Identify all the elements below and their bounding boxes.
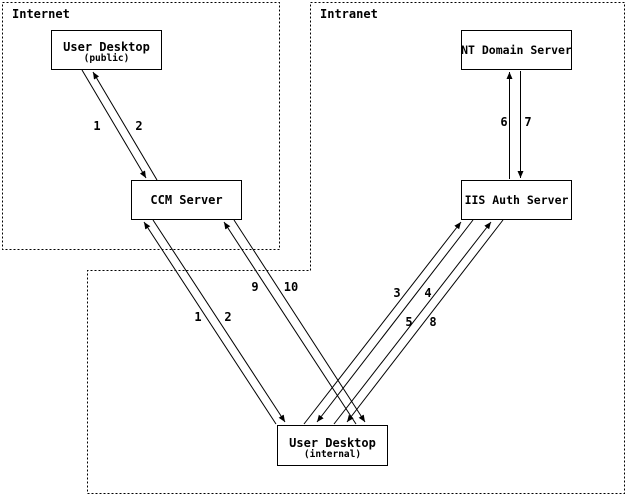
arrow-label-3: 3 bbox=[393, 286, 401, 300]
node-user-desktop-public: User Desktop (public) bbox=[51, 30, 162, 70]
arrow-line-10-ccm-to-internal-desktop bbox=[233, 219, 366, 423]
node-ccm-server-title: CCM Server bbox=[150, 192, 223, 207]
arrow-label-9: 9 bbox=[251, 280, 259, 294]
arrow-line-9-internal-desktop-to-ccm bbox=[223, 221, 357, 425]
arrow-label-4: 4 bbox=[424, 286, 432, 300]
internet-region-outline bbox=[2, 2, 280, 250]
arrow-label-8: 8 bbox=[429, 315, 437, 329]
node-user-desktop-internal-title: User Desktop bbox=[289, 435, 376, 450]
arrow-label-1-public: 1 bbox=[93, 119, 101, 133]
internet-region-label: Internet bbox=[12, 7, 70, 21]
arrow-label-7: 7 bbox=[524, 115, 532, 129]
node-iis-auth-server: IIS Auth Server bbox=[461, 180, 572, 220]
arrow-line-8-iis-to-internal-desktop bbox=[346, 219, 504, 423]
node-user-desktop-public-subtitle: (public) bbox=[83, 53, 130, 64]
arrow-line-1-internal-desktop-to-ccm bbox=[143, 221, 277, 425]
node-nt-domain-server: NT Domain Server bbox=[461, 30, 572, 70]
arrow-label-2-public: 2 bbox=[135, 119, 143, 133]
node-ccm-server: CCM Server bbox=[131, 180, 242, 220]
arrow-line-3-internal-desktop-to-iis bbox=[303, 221, 462, 425]
node-iis-auth-server-title: IIS Auth Server bbox=[464, 192, 569, 207]
node-nt-domain-server-title: NT Domain Server bbox=[461, 42, 572, 57]
arrow-line-2-ccm-to-internal-desktop bbox=[152, 219, 286, 423]
arrow-line-2-ccm-to-public-desktop bbox=[92, 71, 158, 181]
intranet-region-label: Intranet bbox=[320, 7, 378, 21]
arrow-label-6: 6 bbox=[500, 115, 508, 129]
arrow-label-2-internal: 2 bbox=[224, 310, 232, 324]
arrow-line-1-public-desktop-to-ccm bbox=[81, 69, 147, 179]
arrow-line-5-internal-desktop-to-iis bbox=[333, 221, 492, 425]
arrow-label-5: 5 bbox=[405, 315, 413, 329]
node-user-desktop-internal: User Desktop (internal) bbox=[277, 425, 388, 466]
arrow-line-4-iis-to-internal-desktop bbox=[316, 219, 474, 423]
node-user-desktop-internal-subtitle: (internal) bbox=[303, 448, 362, 460]
arrow-label-10: 10 bbox=[283, 280, 299, 294]
arrow-label-1-internal: 1 bbox=[194, 310, 202, 324]
node-user-desktop-public-title: User Desktop bbox=[63, 40, 150, 54]
intranet-region-outline bbox=[87, 2, 625, 494]
